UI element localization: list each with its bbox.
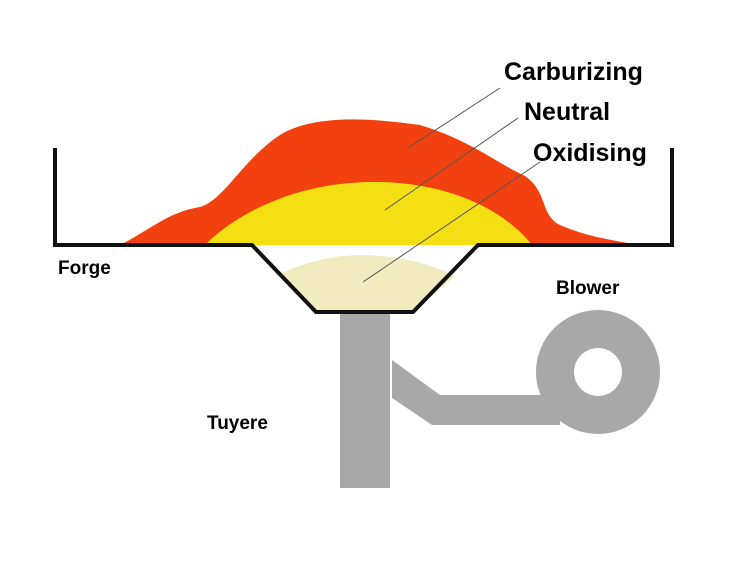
oxidising-leader	[362, 161, 541, 283]
carburizing-leader	[407, 87, 501, 149]
neutral-zone	[205, 181, 532, 245]
neutral-leader	[384, 117, 519, 211]
forge-outline	[53, 148, 674, 314]
blower-label: Blower	[556, 278, 620, 299]
tuyere-pipe	[340, 310, 390, 488]
oxidising-label: Oxidising	[533, 139, 647, 167]
air-supply	[340, 310, 660, 488]
fire-zones	[120, 119, 640, 312]
oxidising-zone	[280, 255, 455, 312]
tuyere-label: Tuyere	[207, 413, 268, 434]
blower-duct	[392, 360, 560, 425]
blower-inlet	[574, 348, 622, 396]
neutral-label: Neutral	[524, 98, 610, 126]
forge-label: Forge	[58, 258, 111, 279]
leader-lines	[362, 87, 541, 283]
carburizing-label: Carburizing	[504, 58, 643, 86]
